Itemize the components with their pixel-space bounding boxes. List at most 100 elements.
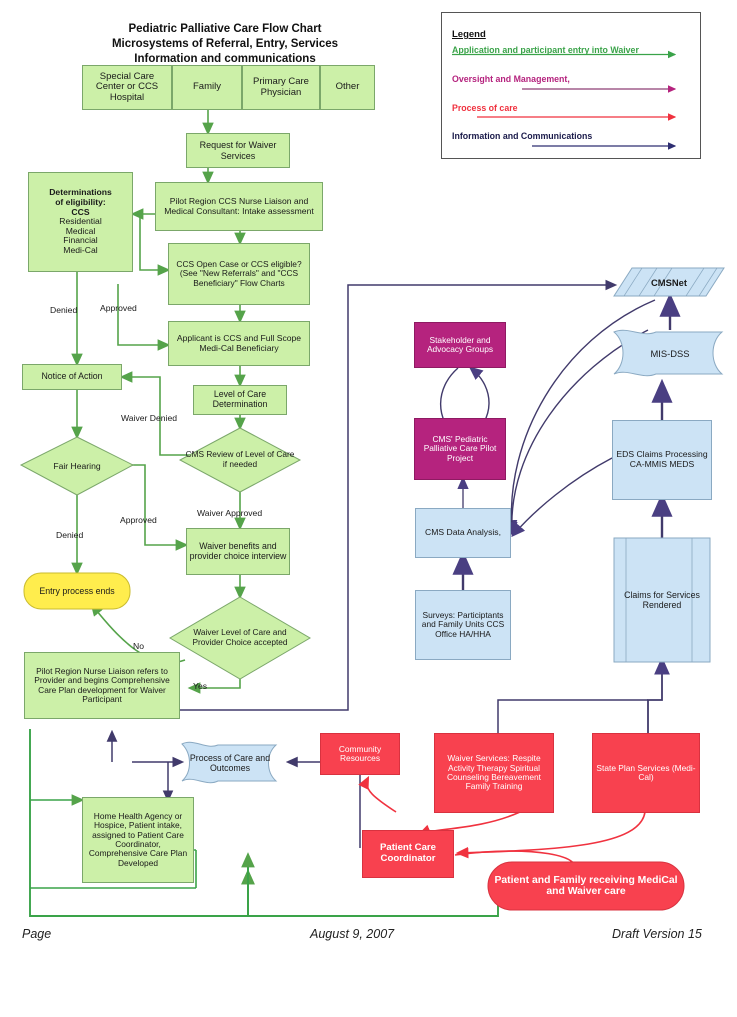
node-label: Stakeholder and Advocacy Groups xyxy=(426,334,494,354)
node-patient-care-coordinator[interactable]: Patient Care Coordinator xyxy=(362,830,454,878)
node-surveys[interactable]: Surveys: Participtants and Family Units … xyxy=(415,590,511,660)
footer-date: August 9, 2007 xyxy=(310,927,395,941)
waiver-accepted-shape xyxy=(169,596,311,680)
node-label-line: CCS xyxy=(71,206,90,217)
node-process-of-care-outcomes[interactable]: Process of Care and Outcomes xyxy=(186,745,274,781)
node-label: Pilot Region CCS Nurse Liaison and Medic… xyxy=(164,195,314,216)
fair-hearing-shape xyxy=(19,436,135,496)
edge-label-yes: Yes xyxy=(193,681,208,691)
node-entry-process-ends[interactable]: Entry process ends xyxy=(24,573,130,609)
node-label: CMS' Pediatric Palliative Care Pilot Pro… xyxy=(423,433,497,463)
node-determinations-of-eligibility[interactable]: Determinations of eligibility: CCS Resid… xyxy=(28,172,133,272)
node-label: CMSNet xyxy=(651,276,687,288)
node-label: CMS Data Analysis, xyxy=(425,527,501,538)
node-label: Surveys: Participtants and Family Units … xyxy=(421,609,505,639)
node-cmsnet[interactable]: CMSNet xyxy=(614,268,724,296)
cmsnet-shape xyxy=(613,267,725,297)
legend-box: Legend Application and participant entry… xyxy=(441,12,701,159)
title-line-3: Information and communications xyxy=(134,53,316,66)
edge-label-denied-1: Denied xyxy=(50,305,78,315)
node-label: Pilot Region Nurse Liaison refers to Pro… xyxy=(34,665,170,704)
node-label: Request for Waiver Services xyxy=(199,140,277,161)
node-stakeholder-advocacy-groups[interactable]: Stakeholder and Advocacy Groups xyxy=(414,322,506,368)
node-label: Waiver benefits and provider choice inte… xyxy=(189,540,287,561)
page-title: Pediatric Palliative Care Flow Chart Mic… xyxy=(60,22,390,68)
node-label: Applicant is CCS and Full Scope Medi-Cal… xyxy=(176,332,302,353)
legend-item-oversight-management: Oversight and Management, xyxy=(452,74,570,84)
node-label-line: Medical xyxy=(65,225,96,236)
node-label-line: Medi-Cal xyxy=(63,245,98,256)
entry-source-other[interactable]: Other xyxy=(320,65,375,110)
node-label-line: Residential xyxy=(59,216,102,227)
node-waiver-services[interactable]: Waiver Services: Respite Activity Therap… xyxy=(434,733,554,813)
legend-item-information-communications: Information and Communications xyxy=(452,131,593,141)
node-ccs-open-case[interactable]: CCS Open Case or CCS eligible? (See "New… xyxy=(168,243,310,305)
node-waiver-level-of-care-accepted[interactable]: Waiver Level of Care and Provider Choice… xyxy=(182,600,298,676)
node-level-of-care-determination[interactable]: Level of Care Determination xyxy=(193,385,287,415)
edge-label-waiver-denied: Waiver Denied xyxy=(121,413,178,423)
node-label: Level of Care Determination xyxy=(212,389,268,409)
mis-dss-shape xyxy=(613,329,724,377)
process-of-care-shape xyxy=(181,741,278,784)
entry-source-special-care-center[interactable]: Special Care Center or CCS Hospital xyxy=(82,65,172,110)
node-patient-family-receiving-care[interactable]: Patient and Family receiving MediCal and… xyxy=(488,862,684,910)
edge-label-denied-2: Denied xyxy=(56,530,84,540)
legend-heading: Legend xyxy=(452,29,486,40)
node-label: Notice of Action xyxy=(41,371,103,382)
edge-label-approved-2: Approved xyxy=(120,515,157,525)
node-label: Patient and Family receiving MediCal and… xyxy=(494,875,678,897)
node-label: CMS Review of Level of Care if needed xyxy=(185,449,295,469)
node-label: Waiver Level of Care and Provider Choice… xyxy=(192,627,288,647)
edge-label-no: No xyxy=(133,641,144,651)
edge-label-waiver-approved: Waiver Approved xyxy=(197,508,263,518)
node-nurse-liaison-refers[interactable]: Pilot Region Nurse Liaison refers to Pro… xyxy=(24,652,180,719)
node-community-resources[interactable]: Community Resources xyxy=(320,733,400,775)
node-label: CCS Open Case or CCS eligible? (See "New… xyxy=(176,258,302,288)
node-request-waiver-services[interactable]: Request for Waiver Services xyxy=(186,133,290,168)
title-line-2: Microsystems of Referral, Entry, Service… xyxy=(111,38,339,51)
node-cms-review-of-level-of-care[interactable]: CMS Review of Level of Care if needed xyxy=(184,430,296,490)
legend-item-process-of-care: Process of care xyxy=(452,103,518,113)
node-label: Fair Hearing xyxy=(53,461,101,471)
edge-label-approved-1: Approved xyxy=(100,303,137,313)
node-label: Patient Care Coordinator xyxy=(380,842,436,864)
node-home-health-agency[interactable]: Home Health Agency or Hospice, Patient i… xyxy=(82,797,194,883)
node-cms-pilot-project[interactable]: CMS' Pediatric Palliative Care Pilot Pro… xyxy=(414,418,506,480)
title-line-1: Pediatric Palliative Care Flow Chart xyxy=(128,23,322,35)
node-fair-hearing[interactable]: Fair Hearing xyxy=(21,437,133,495)
footer-version: Draft Version 15 xyxy=(612,927,702,941)
node-claims-for-services-rendered[interactable]: Claims for Services Rendered xyxy=(614,538,710,662)
entry-source-label: Primary Care Physician xyxy=(253,75,309,98)
cms-review-shape xyxy=(178,427,302,493)
node-nurse-liaison-intake[interactable]: Pilot Region CCS Nurse Liaison and Medic… xyxy=(155,182,323,231)
entry-source-primary-care-physician[interactable]: Primary Care Physician xyxy=(242,65,320,110)
node-label-line: Determinations xyxy=(49,187,112,198)
node-cms-data-analysis[interactable]: CMS Data Analysis, xyxy=(415,508,511,558)
entry-source-label: Family xyxy=(193,81,221,93)
node-label-line: of eligibility: xyxy=(55,196,106,207)
node-label: MIS-DSS xyxy=(650,347,690,359)
entry-process-ends-shape xyxy=(23,572,131,610)
legend-item-application-entry: Application and participant entry into W… xyxy=(452,45,639,55)
node-label: Process of Care and Outcomes xyxy=(189,753,271,773)
node-label: State Plan Services (Medi-Cal) xyxy=(596,762,696,782)
footer-page-label: Page xyxy=(22,927,52,941)
node-label-line: Financial xyxy=(63,235,98,246)
entry-source-label: Other xyxy=(335,81,360,93)
node-eds-claims-processing[interactable]: EDS Claims Processing CA-MMIS MEDS xyxy=(612,420,712,500)
patient-family-shape xyxy=(487,861,685,911)
node-state-plan-services[interactable]: State Plan Services (Medi-Cal) xyxy=(592,733,700,813)
node-label: Entry process ends xyxy=(39,586,115,596)
node-label: Waiver Services: Respite Activity Therap… xyxy=(446,753,542,792)
claims-rendered-shape xyxy=(613,537,711,663)
entry-source-label: Special Care Center or CCS Hospital xyxy=(95,70,159,103)
node-mis-dss[interactable]: MIS-DSS xyxy=(620,332,720,374)
entry-source-family[interactable]: Family xyxy=(172,65,242,110)
node-label: Community Resources xyxy=(338,743,382,763)
node-waiver-benefits-provider-choice[interactable]: Waiver benefits and provider choice inte… xyxy=(186,528,290,575)
node-label: EDS Claims Processing CA-MMIS MEDS xyxy=(616,449,708,469)
node-applicant-is-ccs[interactable]: Applicant is CCS and Full Scope Medi-Cal… xyxy=(168,321,310,366)
node-label: Claims for Services Rendered xyxy=(624,590,700,610)
node-notice-of-action[interactable]: Notice of Action xyxy=(22,364,122,390)
